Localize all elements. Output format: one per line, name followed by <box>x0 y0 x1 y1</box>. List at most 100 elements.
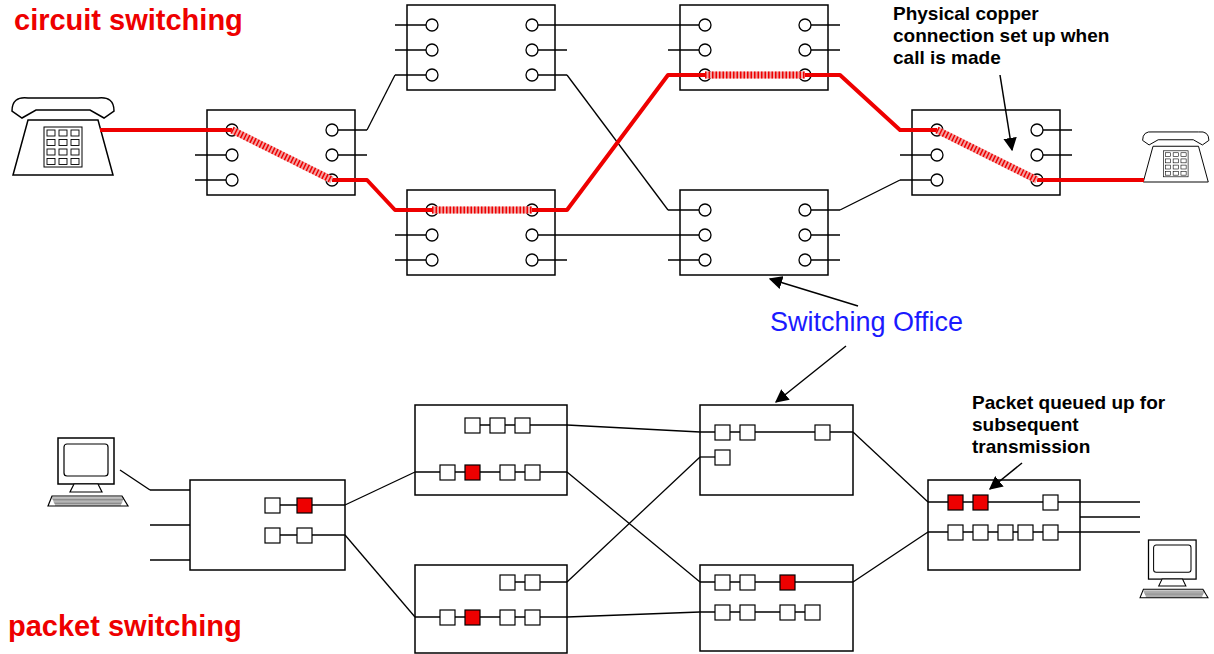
packet-slot <box>1043 525 1058 540</box>
switch-contact <box>326 124 338 136</box>
phone-keypad <box>1163 151 1188 177</box>
computer-screen <box>1154 545 1191 572</box>
packet-slot <box>948 525 963 540</box>
switch-contact <box>226 149 238 161</box>
switching-office-box <box>912 110 1060 195</box>
phone-key <box>71 140 79 146</box>
phone-key <box>71 130 79 136</box>
phone-key <box>47 130 55 136</box>
active-circuit-line <box>1037 178 1144 182</box>
packet-link <box>150 489 190 490</box>
phone-key <box>1165 165 1170 169</box>
switching-office-box <box>407 5 555 90</box>
packet-link <box>1080 531 1140 532</box>
switch-contact <box>526 69 538 81</box>
computer-monitor <box>1149 540 1197 579</box>
packet-slot <box>780 605 795 620</box>
leader-arrow <box>776 346 846 402</box>
phone-key <box>1173 153 1178 157</box>
copper-connection-band <box>432 207 532 214</box>
switching-office-box <box>680 5 828 90</box>
packet-slot <box>265 528 280 543</box>
computer-keyboard <box>1140 589 1208 598</box>
phone-key <box>1181 165 1186 169</box>
phone-key <box>59 130 67 136</box>
packet-link <box>1080 516 1140 517</box>
switch-contact <box>1031 149 1043 161</box>
switch-contact <box>1031 124 1043 136</box>
queued-packet <box>465 465 480 480</box>
packet-slot <box>740 575 755 590</box>
switching-office-box <box>928 480 1080 570</box>
leader-arrow <box>1000 75 1012 150</box>
queue-line <box>415 616 567 617</box>
copper-connection-hatch <box>432 207 532 214</box>
keyboard-row <box>1145 595 1202 596</box>
switch-contact <box>426 229 438 241</box>
packet-slot <box>715 575 730 590</box>
phone-key <box>1181 159 1186 163</box>
section-title: circuit switching <box>14 4 243 37</box>
packet-slot <box>440 610 455 625</box>
switch-contact <box>526 254 538 266</box>
keyboard-row <box>1145 594 1203 595</box>
switching-office-box <box>415 565 567 653</box>
packet-slot <box>265 498 280 513</box>
packet-link <box>345 472 415 505</box>
packet-link <box>1080 501 1140 502</box>
switching-office-box <box>407 190 555 275</box>
copper-connection-hatch <box>937 130 1037 180</box>
keyboard-row <box>1144 592 1204 593</box>
phone-key <box>1165 153 1170 157</box>
packet-slot <box>500 575 515 590</box>
switch-contact <box>699 44 711 56</box>
packet-link <box>567 457 700 582</box>
phone-key <box>59 159 67 165</box>
packet-slot <box>1043 495 1058 510</box>
switch-contact <box>799 254 811 266</box>
phone-key <box>1165 159 1170 163</box>
active-circuit-line <box>805 75 937 130</box>
phone-key <box>71 149 79 155</box>
leader-arrow <box>770 279 858 306</box>
phone-handset <box>1143 132 1209 145</box>
packet-link <box>150 559 190 560</box>
queued-packet <box>973 495 988 510</box>
phone-key <box>1173 165 1178 169</box>
packet-slot <box>715 605 730 620</box>
switch-contact <box>526 229 538 241</box>
trunk-line <box>840 180 900 210</box>
telephone-icon <box>1143 132 1209 182</box>
keyboard-row <box>53 499 124 500</box>
keyboard-row <box>1146 596 1202 597</box>
switch-contact <box>699 19 711 31</box>
copper-connection-hatch <box>705 72 805 79</box>
section-title: packet switching <box>8 610 242 643</box>
packet-slot <box>440 465 455 480</box>
trunk-line <box>367 75 395 130</box>
phone-key <box>47 140 55 146</box>
queued-packet <box>948 495 963 510</box>
phone-body <box>1143 146 1208 182</box>
packet-slot <box>500 465 515 480</box>
computer-icon <box>1140 540 1208 598</box>
packet-slot <box>297 528 312 543</box>
switch-contact <box>699 204 711 216</box>
switch-contact <box>326 149 338 161</box>
callout-note: Physical copper connection set up when c… <box>893 3 1111 69</box>
packet-slot <box>525 575 540 590</box>
copper-connection-hatch <box>232 130 332 180</box>
copper-connection-band <box>937 130 1037 180</box>
phone-key <box>1181 153 1186 157</box>
switching-office-box <box>700 405 853 495</box>
keyboard-row <box>55 505 121 506</box>
packet-slot <box>515 418 530 433</box>
packet-link <box>853 532 928 582</box>
queued-packet <box>297 498 312 513</box>
packet-slot <box>973 525 988 540</box>
packet-slot <box>490 418 505 433</box>
switch-contact <box>426 19 438 31</box>
queued-packet <box>465 610 480 625</box>
packet-slot <box>500 610 515 625</box>
